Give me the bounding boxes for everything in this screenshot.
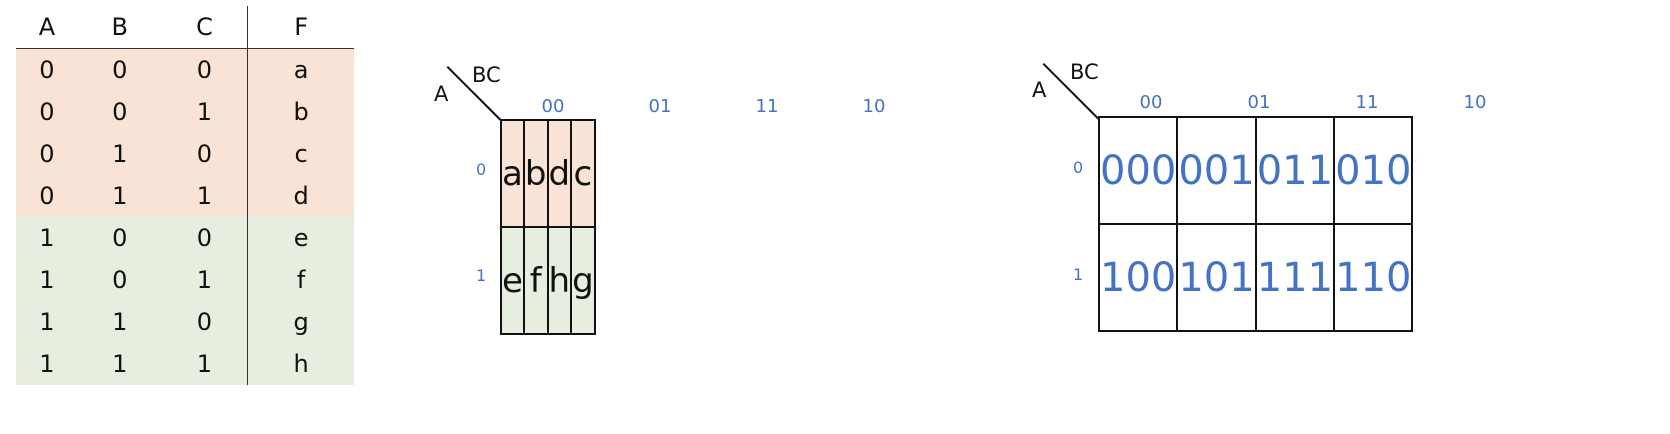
header-b: B	[77, 6, 162, 49]
header-a: A	[16, 6, 78, 49]
truth-table-cell: 0	[16, 91, 78, 133]
kmap-indices-col-var: BC	[1070, 60, 1099, 84]
truth-table-cell: 1	[77, 133, 162, 175]
kmap-indices-cell: 111	[1254, 223, 1336, 332]
kmap-values-cell: e	[500, 226, 525, 335]
kmap-indices-col-header: 11	[1355, 92, 1379, 113]
kmap-values-col-var: BC	[472, 63, 501, 87]
truth-table-cell: b	[247, 91, 354, 133]
kmap-values-cell: g	[570, 226, 596, 335]
kmap-values-cell: h	[546, 226, 573, 335]
truth-table-cell: e	[247, 217, 354, 259]
kmap-values-cell: b	[522, 119, 549, 228]
truth-table-cell: 0	[77, 91, 162, 133]
kmap-values-cell: c	[570, 119, 596, 228]
kmap-values-col-header: 11	[755, 96, 779, 117]
kmap-indices-col-header: 10	[1463, 92, 1487, 113]
truth-table-cell: 0	[77, 48, 162, 91]
kmap-values-col-header: 01	[648, 96, 672, 117]
truth-table-cell: g	[247, 301, 354, 343]
truth-table-cell: 1	[77, 175, 162, 217]
truth-table-cell: 1	[16, 343, 78, 385]
truth-table-cell: 0	[77, 217, 162, 259]
kmap-indices-cell: 001	[1176, 116, 1257, 225]
kmap-values-cell: f	[522, 226, 549, 335]
kmap-indices-col-header: 00	[1139, 92, 1163, 113]
truth-table-cell: 0	[16, 133, 78, 175]
truth-table-cell: a	[247, 48, 354, 91]
kmap-indices-row-header: 1	[1073, 265, 1084, 284]
truth-table-cell: 0	[16, 48, 78, 91]
kmap-indices-cell: 100	[1097, 223, 1179, 332]
truth-table-cell: 0	[161, 217, 248, 259]
truth-table-cell: 1	[161, 175, 248, 217]
truth-table-header-row: A B C F	[16, 6, 354, 49]
truth-table-cell: 1	[77, 301, 162, 343]
kmap-values-col-header: 00	[541, 96, 565, 117]
truth-table-cell: 1	[161, 91, 248, 133]
truth-table-cell: d	[247, 175, 354, 217]
truth-table-cell: 0	[161, 301, 248, 343]
kmap-indices-cell: 010	[1333, 116, 1414, 225]
kmap-indices-row-var: A	[1032, 78, 1047, 102]
truth-table-cell: 0	[77, 259, 162, 301]
truth-table-cell: h	[247, 343, 354, 385]
truth-table-cell: 0	[16, 175, 78, 217]
kmap-values-row-header: 1	[476, 266, 487, 285]
kmap-indices-cell: 011	[1254, 116, 1336, 225]
truth-table-cell: 1	[161, 343, 248, 385]
kmap-values-cell: d	[546, 119, 573, 228]
truth-table-cell: 1	[16, 217, 78, 259]
header-f: F	[247, 6, 354, 49]
kmap-values-col-header: 10	[862, 96, 886, 117]
truth-table-cell: 1	[16, 301, 78, 343]
kmap-values-cell: a	[500, 119, 525, 228]
truth-table-cell: 1	[161, 259, 248, 301]
truth-table-cell: 0	[161, 133, 248, 175]
kmap-indices-cell: 000	[1097, 116, 1179, 225]
truth-table-cell: 0	[161, 48, 248, 91]
kmap-values-row-header: 0	[476, 160, 487, 179]
kmap-indices-row-header: 0	[1073, 158, 1084, 177]
header-c: C	[161, 6, 248, 49]
truth-table-cell: 1	[77, 343, 162, 385]
kmap-indices-cell: 101	[1176, 223, 1257, 332]
truth-table-cell: f	[247, 259, 354, 301]
truth-table-cell: 1	[16, 259, 78, 301]
truth-table-cell: c	[247, 133, 354, 175]
kmap-indices-col-header: 01	[1247, 92, 1271, 113]
kmap-values-row-var: A	[434, 82, 449, 106]
kmap-indices-cell: 110	[1333, 223, 1414, 332]
